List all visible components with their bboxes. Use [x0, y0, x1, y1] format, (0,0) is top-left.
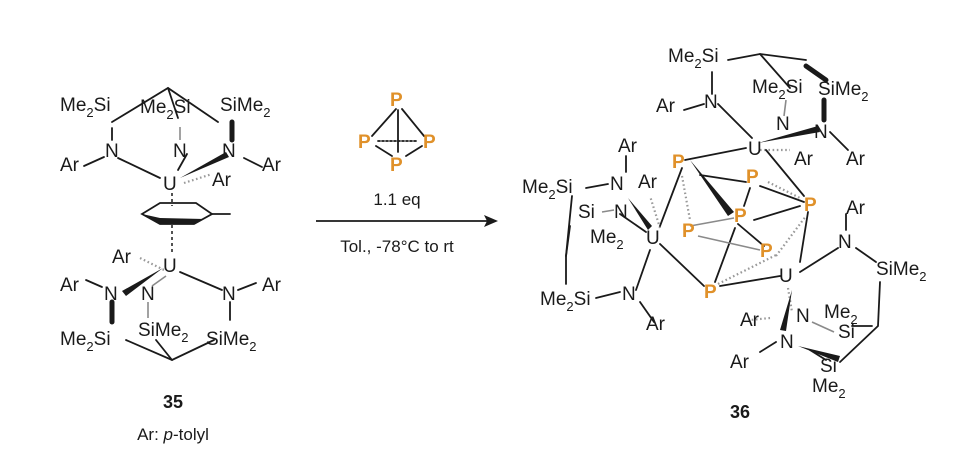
svg-text:N: N: [814, 122, 828, 143]
svg-text:P: P: [390, 155, 403, 176]
compound-35-structure: Me2Si Me2Si SiMe2 N N N Ar Ar Ar U U Ar …: [60, 86, 282, 361]
ar-group: Ar: [60, 275, 80, 296]
phosphorus-atom: P: [760, 241, 773, 262]
ar-group: Ar: [262, 155, 282, 176]
aryl-definition-note: Ar: p-tolyl: [137, 425, 209, 444]
svg-text:Ar: Ar: [846, 149, 866, 170]
svg-text:Me2: Me2: [590, 227, 624, 252]
svg-text:N: N: [780, 332, 794, 353]
svg-text:Me2Si: Me2Si: [540, 289, 591, 314]
compound-36-label: 36: [730, 402, 750, 422]
n-atom: N: [222, 284, 236, 305]
svg-text:Ar: Ar: [618, 136, 638, 157]
phosphorus-atom: P: [734, 206, 747, 227]
uranium-atom: U: [748, 139, 762, 160]
svg-text:SiMe2: SiMe2: [876, 259, 927, 284]
ar-group: Ar: [112, 247, 132, 268]
uranium-atom: U: [163, 256, 177, 277]
svg-text:Me2Si: Me2Si: [668, 46, 719, 71]
n-atom: N: [173, 141, 187, 162]
reaction-conditions: Tol., -78°C to rt: [340, 237, 454, 256]
svg-text:Me2Si: Me2Si: [752, 77, 803, 102]
ar-group: Ar: [60, 155, 80, 176]
p4-tetrahedron: P P P P: [358, 90, 436, 176]
uranium-atom: U: [779, 266, 793, 287]
svg-text:N: N: [614, 202, 628, 223]
svg-text:Me2Si: Me2Si: [60, 95, 111, 120]
svg-text:SiMe2: SiMe2: [138, 320, 189, 345]
svg-text:N: N: [776, 114, 790, 135]
uranium-atom: U: [163, 174, 177, 195]
svg-text:N: N: [704, 92, 718, 113]
svg-text:Ar: Ar: [638, 172, 658, 193]
svg-text:N: N: [838, 232, 852, 253]
svg-text:Si: Si: [838, 322, 855, 343]
svg-text:P: P: [358, 132, 371, 153]
ar-group: Ar: [262, 275, 282, 296]
svg-text:P: P: [423, 132, 436, 153]
reagent-equivalents: 1.1 eq: [373, 190, 420, 209]
phosphorus-atom: P: [672, 152, 685, 173]
phosphorus-atom: P: [704, 282, 717, 303]
svg-text:SiMe2: SiMe2: [206, 329, 257, 354]
svg-text:Me2: Me2: [824, 302, 858, 327]
svg-text:Ar: Ar: [846, 198, 866, 219]
svg-text:Me2Si: Me2Si: [60, 329, 111, 354]
compound-35-label: 35: [163, 392, 183, 412]
svg-text:SiMe2: SiMe2: [220, 95, 271, 120]
reaction-arrow: [316, 215, 498, 227]
ar-group: Ar: [212, 170, 232, 191]
svg-text:Ar: Ar: [794, 149, 814, 170]
svg-text:Ar: Ar: [740, 310, 760, 331]
svg-text:N: N: [622, 284, 636, 305]
n-atom: N: [104, 284, 118, 305]
svg-text:Me2: Me2: [812, 376, 846, 401]
svg-text:Me2Si: Me2Si: [522, 177, 573, 202]
svg-text:SiMe2: SiMe2: [818, 79, 869, 104]
uranium-atom: U: [646, 228, 660, 249]
svg-text:Si: Si: [578, 202, 595, 223]
phosphorus-atom: P: [682, 221, 695, 242]
svg-text:P: P: [390, 90, 403, 111]
n-atom: N: [222, 141, 236, 162]
svg-text:N: N: [796, 306, 810, 327]
svg-text:Me2Si: Me2Si: [140, 97, 191, 122]
n-atom: N: [105, 141, 119, 162]
compound-36-structure: [565, 53, 881, 363]
n-atom: N: [141, 284, 155, 305]
svg-text:Ar: Ar: [656, 96, 676, 117]
svg-text:N: N: [610, 174, 624, 195]
svg-text:Si: Si: [820, 356, 837, 377]
phosphorus-atom: P: [804, 195, 817, 216]
svg-text:Ar: Ar: [730, 352, 750, 373]
phosphorus-atom: P: [746, 167, 759, 188]
svg-text:Ar: Ar: [646, 314, 666, 335]
